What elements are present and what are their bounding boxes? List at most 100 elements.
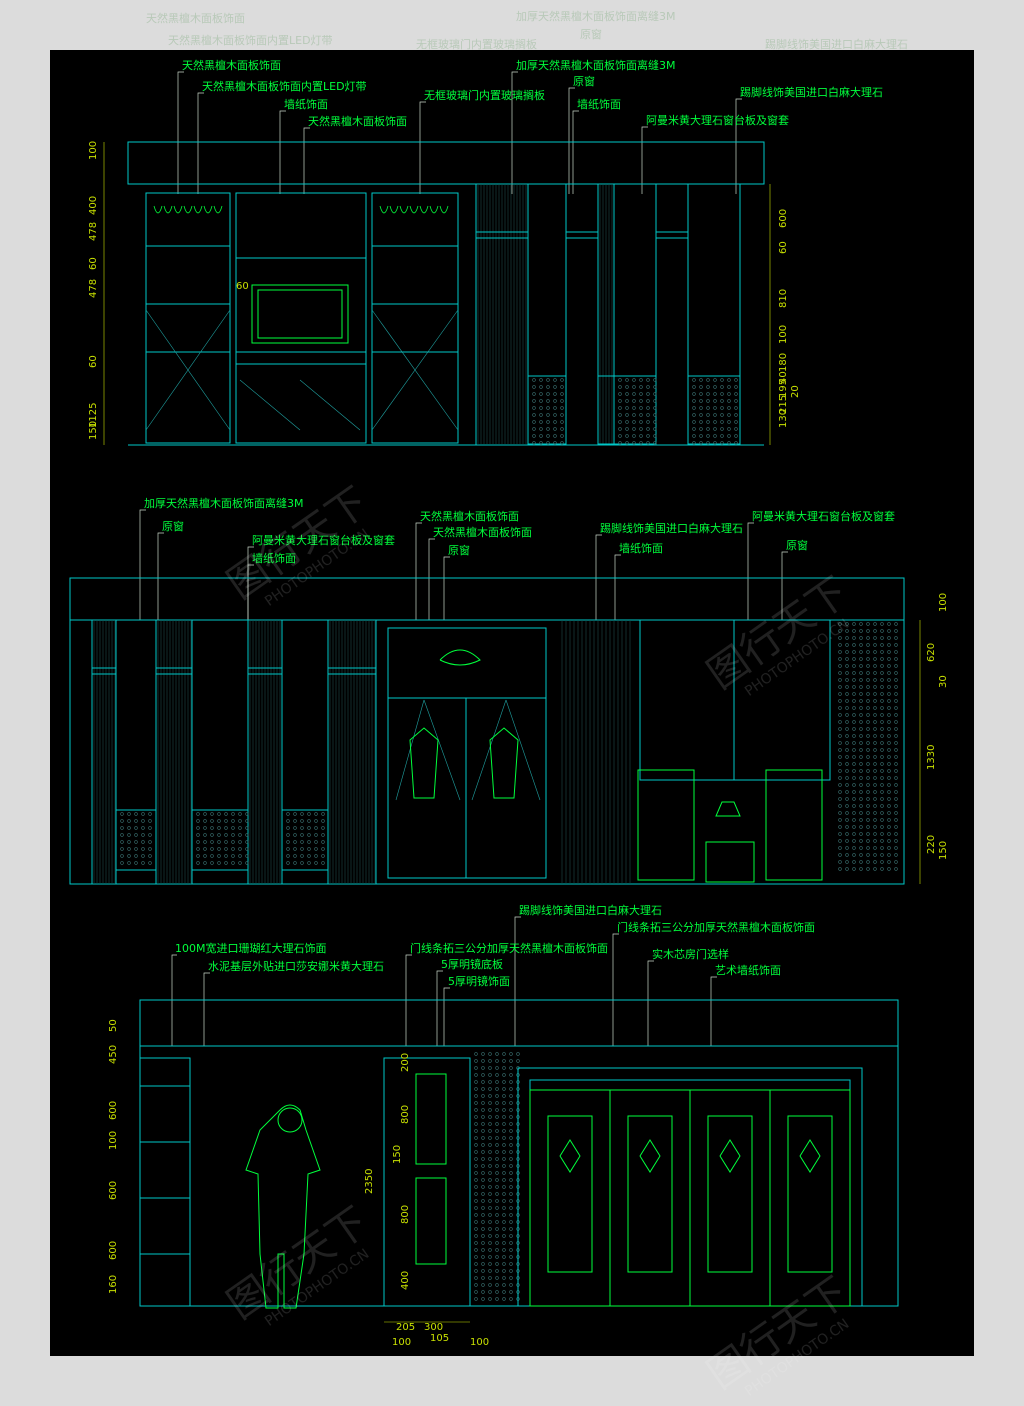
wallpaper-pattern [203, 812, 207, 816]
wallpaper-pattern [720, 420, 724, 424]
drawing-sheet [50, 50, 974, 1356]
wallpaper-pattern [639, 399, 643, 403]
wallpaper-pattern [894, 657, 898, 661]
wallpaper-pattern [120, 847, 124, 851]
wallpaper-pattern [852, 643, 856, 647]
wallpaper-pattern [880, 720, 884, 724]
wallpaper-pattern [203, 861, 207, 865]
wallpaper-pattern [873, 643, 877, 647]
wallpaper-pattern [488, 1220, 492, 1224]
wallpaper-pattern [838, 811, 842, 815]
wallpaper-pattern [646, 427, 650, 431]
elevation-linework [69, 71, 921, 1323]
wallpaper-pattern [217, 854, 221, 858]
wine-glass-icon [173, 205, 183, 214]
wallpaper-pattern [734, 392, 738, 396]
wallpaper-pattern [880, 678, 884, 682]
wallpaper-pattern [699, 441, 703, 445]
wallpaper-pattern [488, 1269, 492, 1273]
wallpaper-pattern [509, 1150, 513, 1154]
wallpaper-pattern [625, 392, 629, 396]
wallpaper-pattern [639, 392, 643, 396]
label-text: 100 [392, 1337, 411, 1348]
wallpaper-pattern [859, 685, 863, 689]
leader-line [171, 954, 177, 1046]
wallpaper-pattern [509, 1129, 513, 1133]
wallpaper-pattern [625, 385, 629, 389]
wallpaper-pattern [127, 854, 131, 858]
wallpaper-pattern [481, 1052, 485, 1056]
wallpaper-pattern [873, 867, 877, 871]
wallpaper-pattern [509, 1087, 513, 1091]
wallpaper-pattern [653, 399, 657, 403]
door-leaf [529, 1089, 611, 1307]
wallpaper-pattern [866, 818, 870, 822]
wallpaper-pattern [293, 812, 297, 816]
wallpaper-pattern [873, 776, 877, 780]
wallpaper-pattern [692, 434, 696, 438]
wallpaper-pattern [699, 434, 703, 438]
wallpaper-pattern [727, 406, 731, 410]
label-text: 阿曼米黄大理石窗台板及窗套 [252, 533, 395, 547]
wallpaper-pattern [866, 846, 870, 850]
wallpaper-pattern [224, 819, 228, 823]
wallpaper-pattern [720, 434, 724, 438]
wallpaper-pattern [734, 399, 738, 403]
wallpaper-pattern [838, 846, 842, 850]
wallpaper-pattern [887, 748, 891, 752]
leader-line [747, 522, 754, 620]
wallpaper-panel [281, 809, 329, 871]
wallpaper-pattern [120, 833, 124, 837]
wallpaper-pattern [481, 1101, 485, 1105]
wallpaper-pattern [134, 847, 138, 851]
wallpaper-pattern [887, 755, 891, 759]
wallpaper-pattern [502, 1157, 506, 1161]
wallpaper-pattern [734, 385, 738, 389]
garment-icon [489, 727, 519, 799]
wallpaper-pattern [653, 413, 657, 417]
wallpaper-pattern [532, 406, 536, 410]
wallpaper-pattern [210, 819, 214, 823]
wallpaper-pattern [625, 378, 629, 382]
wallpaper-pattern [532, 427, 536, 431]
wallpaper-pattern [307, 812, 311, 816]
wallpaper-pattern [706, 399, 710, 403]
wallpaper-pattern [852, 727, 856, 731]
wallpaper-pattern [509, 1290, 513, 1294]
wallpaper-pattern [859, 692, 863, 696]
wallpaper-pattern [859, 706, 863, 710]
wallpaper-pattern [474, 1269, 478, 1273]
wallpaper-pattern [887, 853, 891, 857]
wallpaper-pattern [217, 819, 221, 823]
label-text: 100 [108, 1131, 119, 1150]
wallpaper-pattern [196, 826, 200, 830]
wallpaper-pattern [203, 833, 207, 837]
wallpaper-pattern [727, 385, 731, 389]
wallpaper-pattern [141, 812, 145, 816]
wallpaper-pattern [653, 441, 657, 445]
label-text: 墙纸饰面 [284, 97, 328, 111]
wallpaper-pattern [873, 839, 877, 843]
leader-line [405, 954, 412, 1046]
wallpaper-pattern [880, 699, 884, 703]
wallpaper-pattern [887, 671, 891, 675]
wallpaper-pattern [880, 622, 884, 626]
wallpaper-pattern [539, 399, 543, 403]
wallpaper-pattern [880, 664, 884, 668]
wallpaper-pattern [560, 392, 564, 396]
wallpaper-pattern [141, 861, 145, 865]
wallpaper-pattern [509, 1241, 513, 1245]
wallpaper-pattern [838, 825, 842, 829]
wallpaper-pattern [887, 706, 891, 710]
wallpaper-pattern [625, 427, 629, 431]
wallpaper-pattern [245, 819, 249, 823]
wallpaper-pattern [488, 1297, 492, 1301]
wallpaper-pattern [880, 629, 884, 633]
wallpaper-pattern [509, 1220, 513, 1224]
wallpaper-pattern [866, 671, 870, 675]
wallpaper-pattern [720, 406, 724, 410]
wallpaper-pattern [495, 1206, 499, 1210]
wallpaper-pattern [127, 812, 131, 816]
wallpaper-pattern [495, 1248, 499, 1252]
wallpaper-pattern [713, 392, 717, 396]
